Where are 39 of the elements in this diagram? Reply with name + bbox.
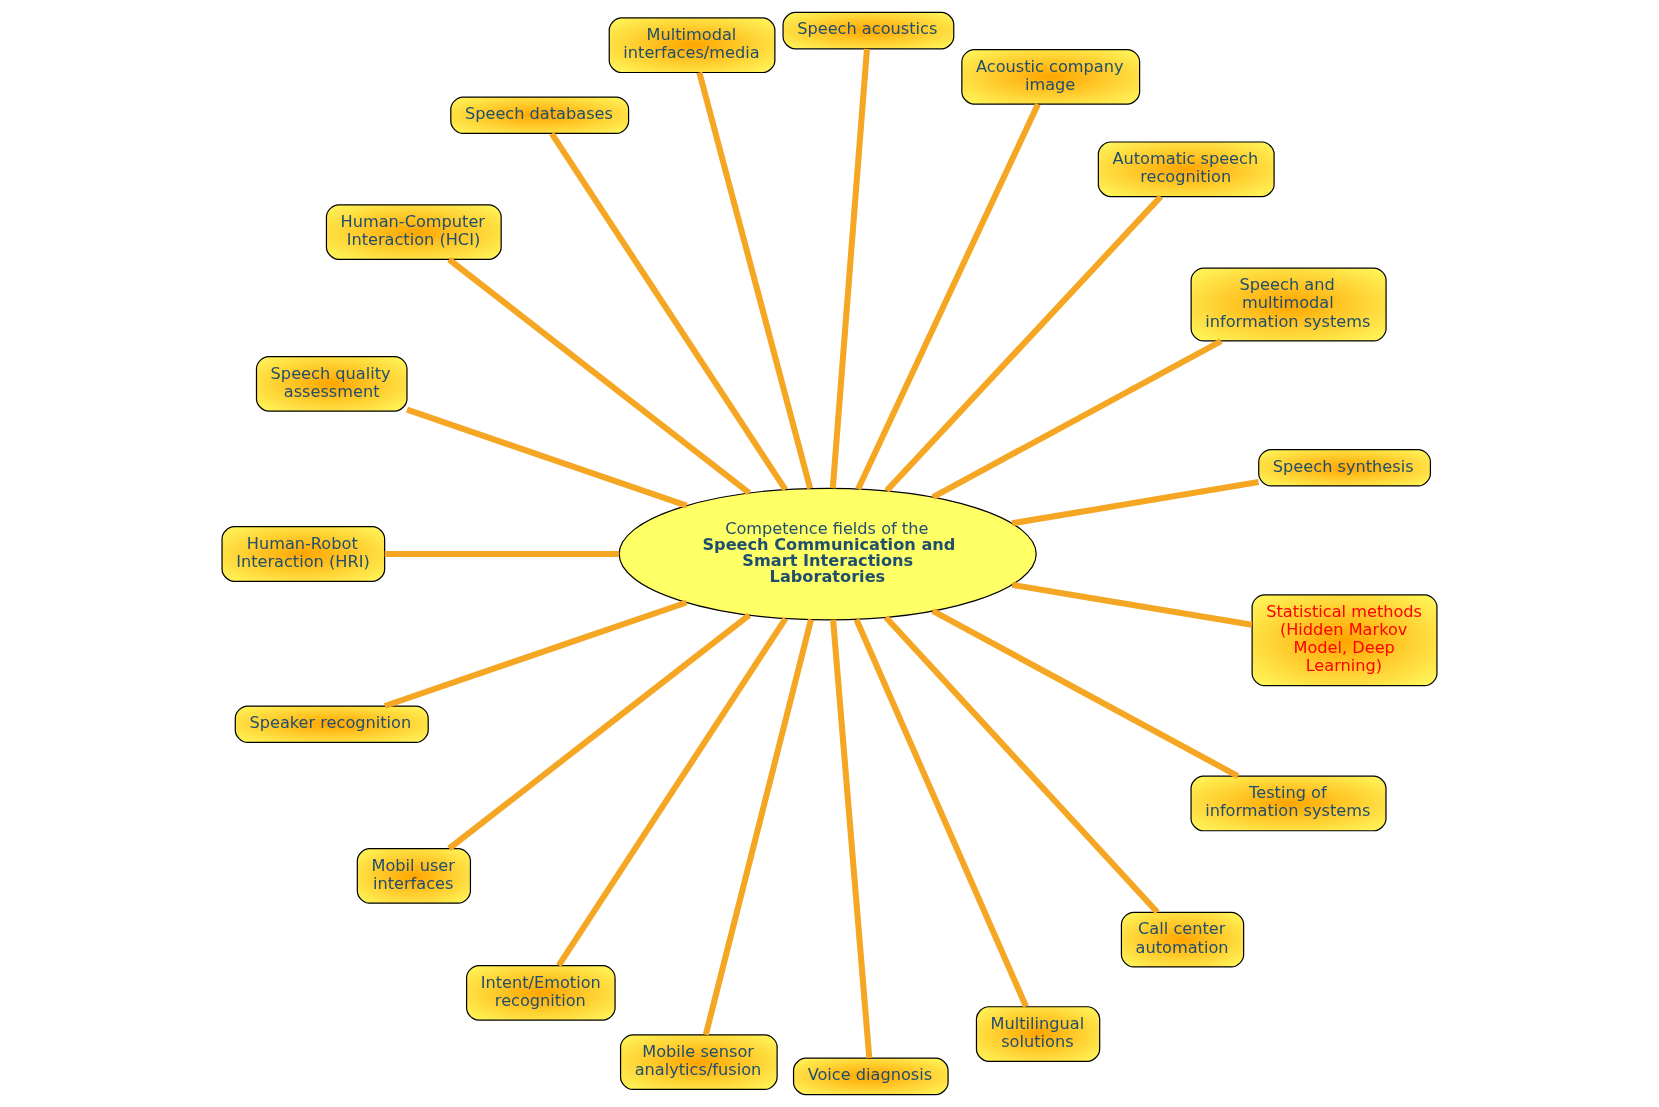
connector (829, 48, 870, 489)
node-box: Speech acoustics (782, 11, 955, 50)
node-box: Mobil user interfaces (356, 848, 472, 904)
node-box: Voice diagnosis (792, 1057, 949, 1096)
connector (447, 612, 751, 851)
node-box: Intent/Emotion recognition (466, 964, 616, 1021)
node-box: Speaker recognition (234, 705, 429, 743)
connector (855, 102, 1041, 491)
connector (696, 71, 814, 490)
node-box: Speech databases (450, 96, 630, 135)
connector (549, 131, 788, 492)
connector (830, 619, 873, 1059)
connector (883, 615, 1160, 915)
connector (931, 608, 1240, 779)
connector (884, 194, 1163, 493)
connector (853, 618, 1029, 1008)
connector (406, 406, 688, 509)
connector (447, 257, 751, 496)
node-box: Acoustic company image (961, 48, 1141, 105)
node-box: Testing of information systems (1190, 775, 1387, 832)
connector (556, 616, 789, 968)
node-box: Automatic speech recognition (1097, 141, 1275, 198)
connector (384, 551, 619, 558)
node-box: Human-Robot Interaction (HRI) (221, 526, 386, 582)
node-box: Mobile sensor analytics/fusion (619, 1034, 778, 1090)
connector (702, 618, 814, 1036)
connector (931, 338, 1223, 500)
node-box: Human-Computer Interaction (HCI) (325, 204, 502, 260)
node-box: Multimodal interfaces/media (608, 17, 776, 74)
connector (1011, 479, 1260, 527)
node-box: Speech synthesis (1258, 448, 1432, 487)
node-box: Speech quality assessment (255, 355, 408, 412)
node-box: Speech and multimodal information systems (1190, 267, 1387, 342)
node-box: Multilingual solutions (975, 1006, 1101, 1062)
connector (383, 599, 688, 709)
node-box: Call center automation (1120, 911, 1245, 968)
node-box: Statistical methods (Hidden Markov Model, Deep Learning) (1251, 594, 1438, 687)
node-ellipse: Competence fields of the Speech Communication and Smart Interactions Laboratories (618, 487, 1037, 621)
connector (1011, 581, 1253, 628)
